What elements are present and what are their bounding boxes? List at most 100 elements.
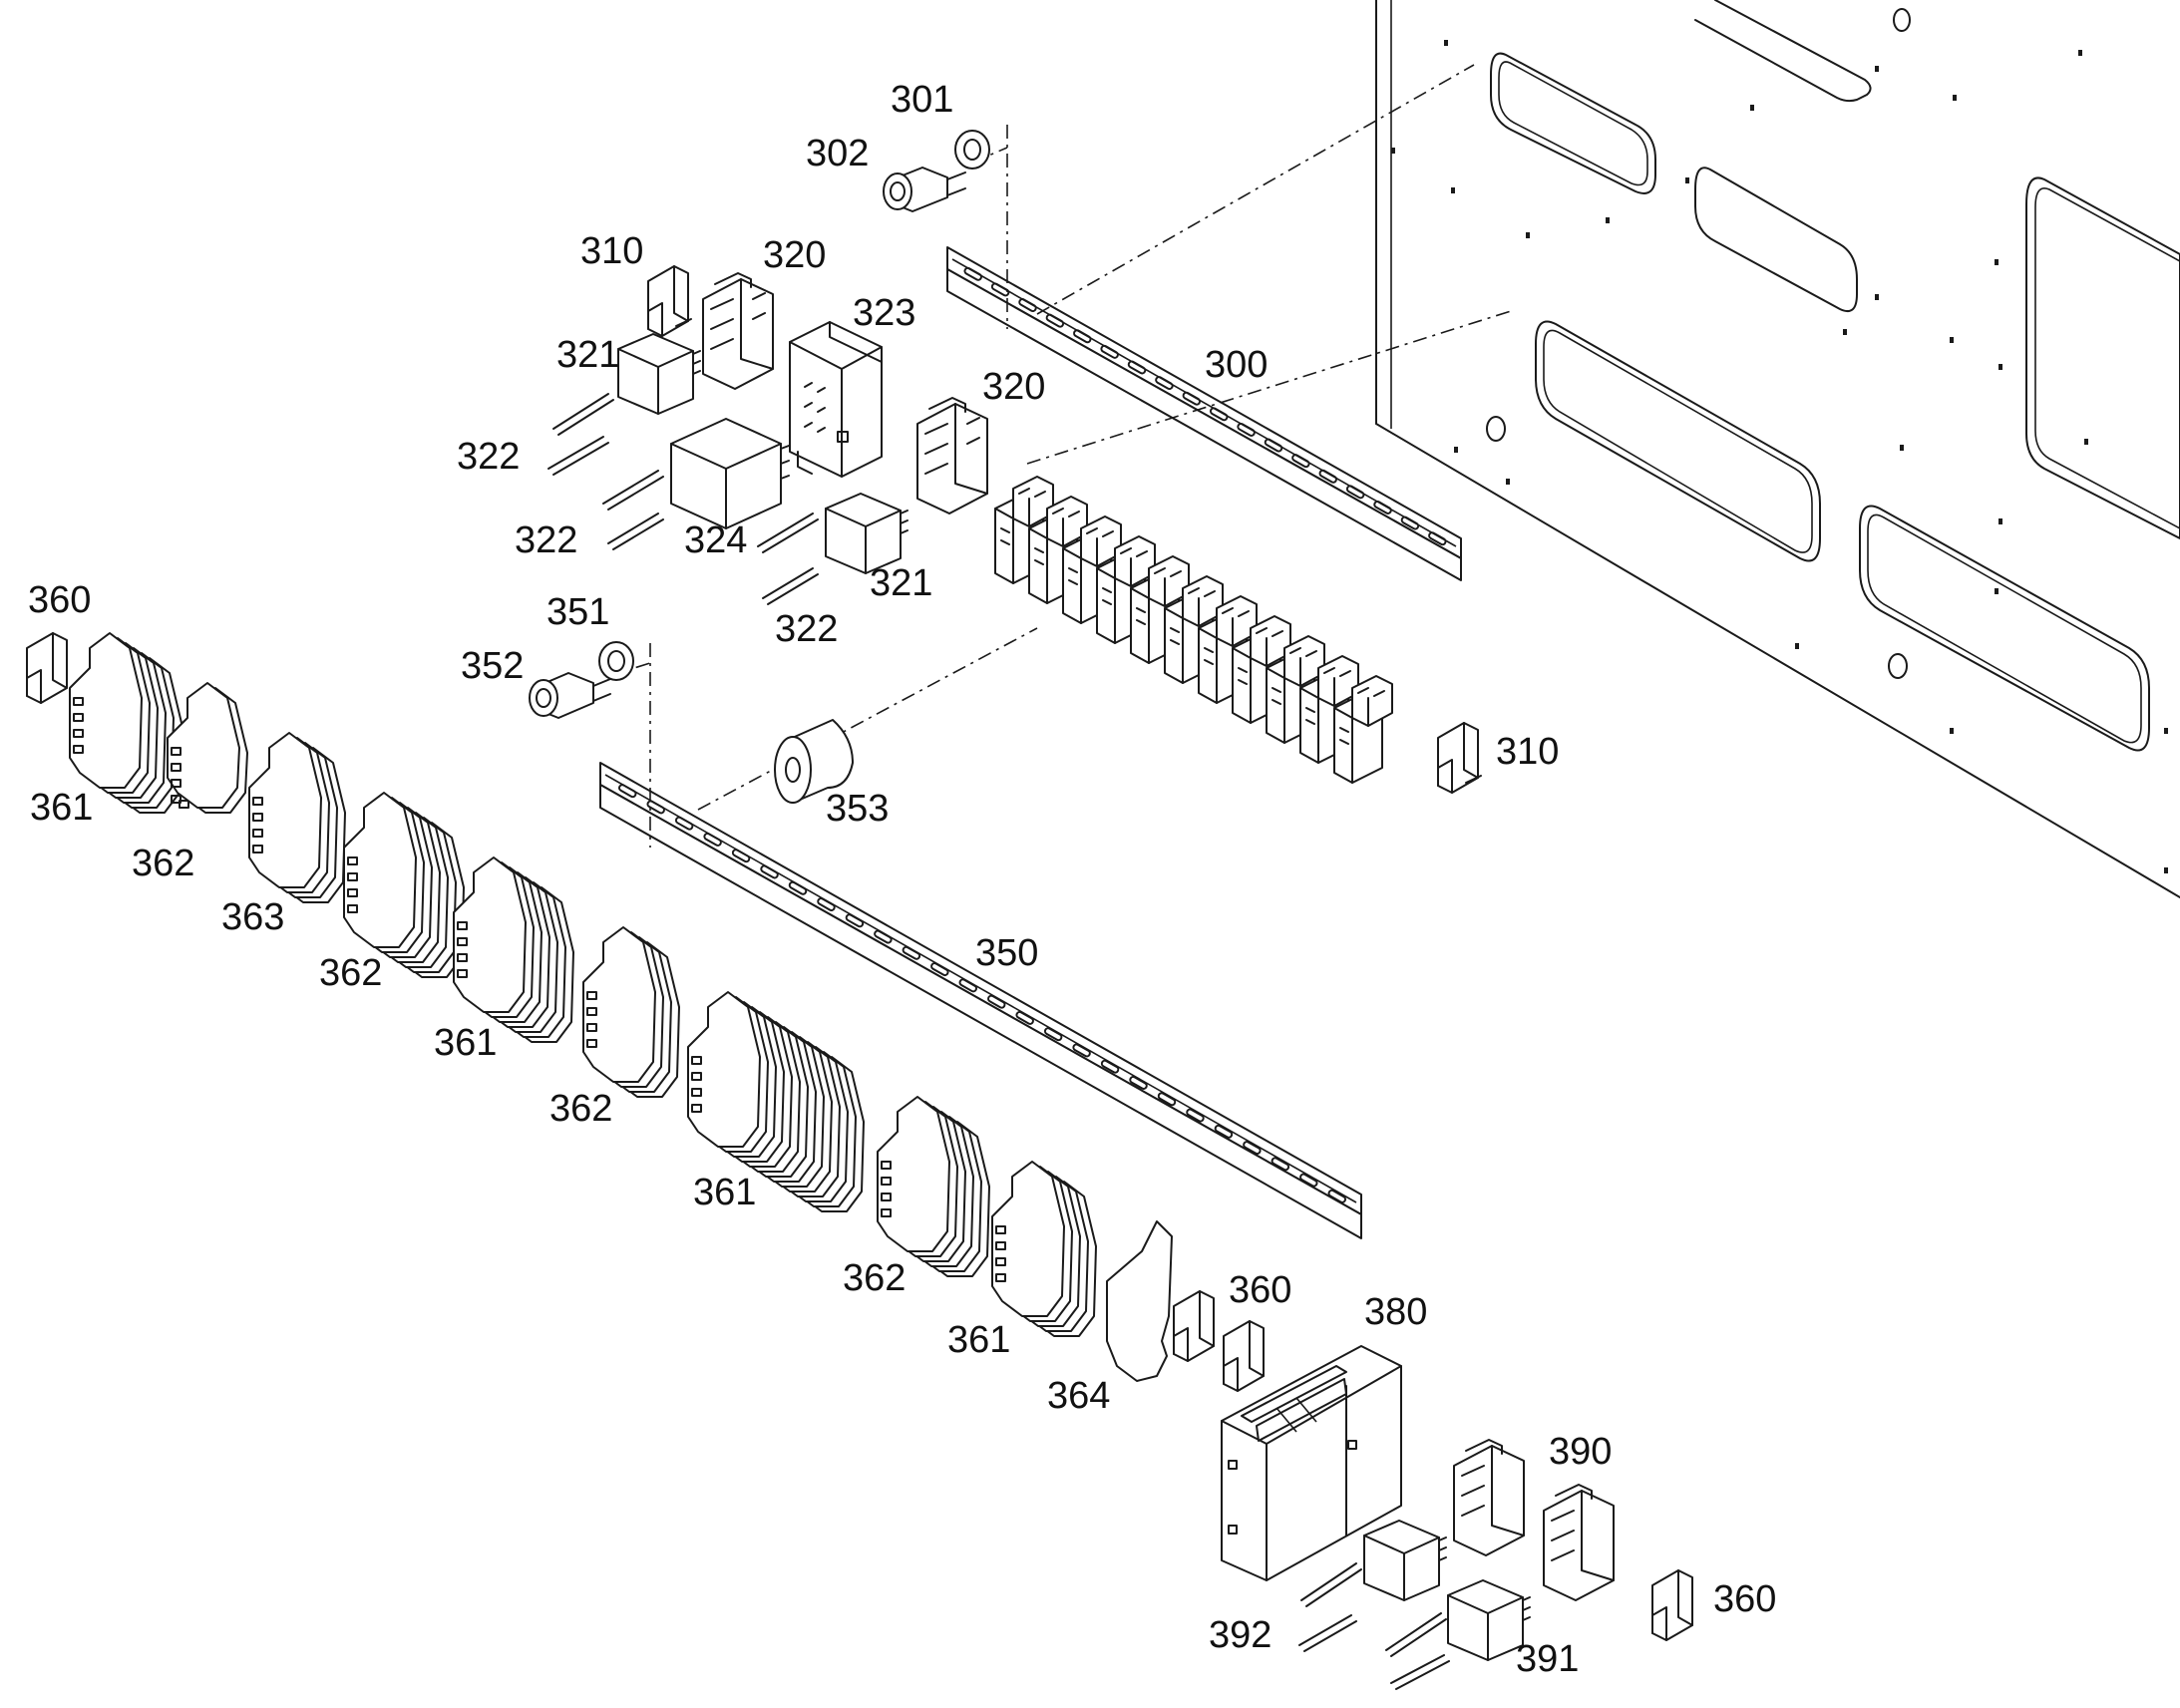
callout-322: 322 (515, 519, 577, 561)
panel-rivets (1391, 40, 2168, 873)
terminal-block (687, 991, 865, 1212)
terminal-screw (995, 1273, 1006, 1282)
relay-321 (617, 333, 701, 415)
callout-361: 361 (30, 787, 93, 829)
rail-slot (1073, 329, 1092, 344)
callout-360: 360 (1713, 1578, 1776, 1620)
callout-380: 380 (1364, 1291, 1427, 1333)
relay-module (1333, 675, 1393, 784)
panel-cutout (1694, 0, 1872, 103)
terminal-slice (343, 792, 417, 948)
relay-socket-390 (1543, 1484, 1615, 1601)
callout-362: 362 (549, 1088, 612, 1130)
rail-slot (1214, 1124, 1234, 1139)
terminal-block (453, 856, 574, 1043)
terminal-screw (586, 1023, 597, 1032)
din-rail-350 (599, 762, 1362, 1239)
relay-base-323 (789, 321, 883, 478)
terminal-screw (586, 1039, 597, 1048)
panel-cutout (2025, 176, 2180, 539)
jumper-322 (547, 393, 819, 605)
terminal-screw (691, 1104, 702, 1113)
terminal-screw (252, 797, 263, 806)
rail-slot (1072, 1043, 1091, 1058)
rail-slot (1373, 501, 1392, 514)
terminal-slice (687, 991, 761, 1148)
terminal-screw (457, 953, 468, 962)
terminal-block (69, 632, 182, 814)
terminal-block (248, 732, 346, 903)
callout-352: 352 (461, 645, 524, 687)
terminal-screw (252, 845, 263, 854)
jumper-392 (1298, 1562, 1450, 1690)
rail-slot (1155, 376, 1174, 391)
terminal-block (167, 682, 248, 814)
terminal-slice (167, 682, 240, 809)
terminal-screw (881, 1208, 892, 1217)
rail-slot (1209, 407, 1229, 422)
terminal-screw (252, 813, 263, 822)
rail-slot (646, 800, 665, 815)
rail-slot (958, 978, 977, 993)
callout-labels: 301 302 310 320 323 321 300 320 322 322 … (28, 79, 1776, 1680)
end-clamp-360 (1173, 1290, 1215, 1362)
terminal-screw (457, 937, 468, 946)
terminal-block (991, 1161, 1097, 1337)
terminal-slice (69, 632, 143, 789)
rail-slot (1318, 469, 1337, 484)
callout-363: 363 (221, 896, 284, 938)
terminal-screw (995, 1225, 1006, 1234)
terminal-screw (995, 1241, 1006, 1250)
rail-slot (987, 994, 1006, 1009)
relay-socket-320 (702, 272, 774, 390)
panel-cutout (1490, 52, 1656, 194)
rail-slot (1400, 515, 1420, 530)
callout-310: 310 (580, 230, 643, 272)
relay-391 (1363, 1520, 1447, 1601)
rail-slot (618, 784, 637, 799)
end-plate-364 (1106, 1220, 1173, 1382)
relay-module (1062, 515, 1122, 624)
terminal-screw (691, 1088, 702, 1097)
rail-slot (703, 832, 722, 847)
rail-slot (963, 266, 982, 281)
callout-324: 324 (684, 519, 747, 561)
rail-slot (731, 849, 751, 863)
washer-351 (598, 641, 634, 681)
callout-321: 321 (556, 334, 619, 376)
callout-353: 353 (826, 788, 889, 830)
end-clamp-360 (1651, 1569, 1693, 1641)
end-clamp-360 (26, 632, 68, 704)
rail-slot (1428, 531, 1447, 546)
rail-slot (1182, 391, 1202, 406)
rail-slot (1264, 438, 1283, 453)
terminal-screw (691, 1056, 702, 1065)
rail-slot (845, 913, 865, 928)
callout-362: 362 (319, 952, 382, 994)
terminal-screw (881, 1177, 892, 1186)
terminal-slice (877, 1096, 950, 1252)
rail-slot (902, 945, 921, 960)
rail-slot (1100, 1059, 1120, 1074)
callout-361: 361 (434, 1022, 497, 1064)
rail-slot (1291, 454, 1310, 469)
rail-slot (1015, 1010, 1034, 1025)
screw-302 (883, 167, 966, 212)
terminal-slice (991, 1161, 1065, 1317)
rail-slot (1186, 1108, 1205, 1123)
callout-360: 360 (28, 579, 91, 621)
callout-351: 351 (546, 591, 609, 633)
rail-slot (1157, 1092, 1177, 1107)
rail-slot (990, 282, 1010, 297)
rail-slot (674, 816, 694, 831)
relay-321 (825, 493, 908, 574)
callout-362: 362 (843, 1257, 906, 1299)
rail-slot (1327, 1189, 1346, 1203)
terminal-screw (171, 763, 182, 772)
terminal-screw (691, 1072, 702, 1081)
rail-slot (1299, 1173, 1318, 1188)
terminal-screw (171, 779, 182, 788)
terminal-block-group (69, 632, 1097, 1337)
terminal-slice (453, 856, 527, 1013)
terminal-slice (582, 926, 656, 1083)
